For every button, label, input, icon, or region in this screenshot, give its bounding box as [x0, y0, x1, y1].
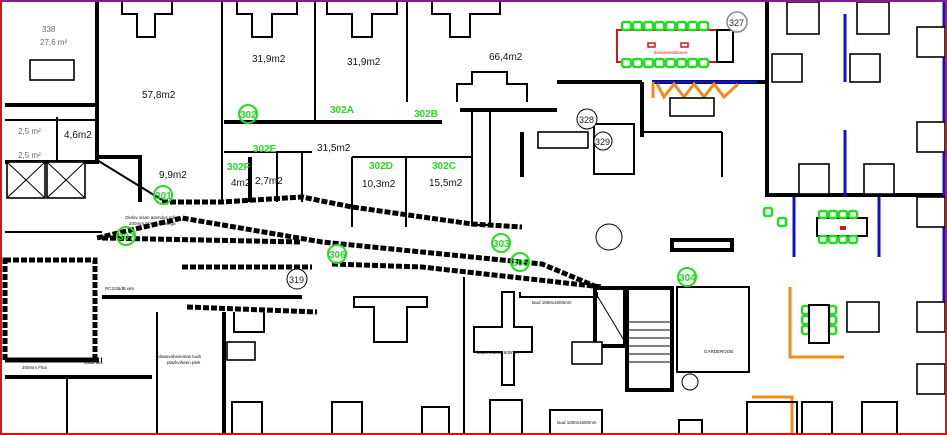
room-327-number: 327 [729, 18, 744, 28]
room-label-305: 305 [512, 258, 529, 269]
note-glass-1: Klaasvaheseinas tuub [157, 354, 202, 359]
note-glass-2: plazkviheen plek [167, 360, 201, 365]
note-table-1: laud 1600x1600mm [532, 300, 572, 305]
room-15-5-area: 15,5m2 [429, 178, 463, 189]
circled-room-numbers: 327 328 329 319 [289, 18, 744, 285]
note-wall-1: Olulev sisan asendus mše [125, 215, 178, 220]
room-label-303: 303 [493, 239, 510, 250]
room-4-6-area: 4,6m2 [64, 130, 92, 141]
room-marker-circles [116, 11, 748, 290]
note-table-3: laud 1600x1600mm [557, 420, 597, 425]
room-4-area: 4m2 [231, 178, 251, 189]
room-10-3-area: 10,3m2 [362, 179, 396, 190]
conference-room-label: konverentsiruum [654, 50, 688, 55]
room-2-7-area: 2,7m2 [255, 176, 283, 187]
room-label-301: 301 [155, 191, 172, 202]
meeting-tables [29, 59, 868, 344]
walls [5, 2, 945, 233]
desks [121, 2, 945, 433]
room-area-labels: 338 27,6 m² 2,5 m² 2,5 m² 4,6m2 57,8m2 9… [18, 25, 523, 190]
small-room-b-area: 2,5 m² [18, 151, 41, 160]
room-label-302f: 302F [227, 162, 250, 173]
conference-room [616, 20, 734, 69]
note-200mm: 200mm Flxa [22, 365, 47, 370]
room-329-number: 329 [595, 137, 610, 147]
small-room-a-area: 2,5 m² [18, 127, 41, 136]
room-number-labels: 302 302A 302B 302C 302D 302E 302F 301 30… [118, 105, 696, 284]
room-31-9-left-area: 31,9m2 [252, 54, 286, 65]
room-57-8-area: 57,8m2 [142, 90, 176, 101]
room-328-number: 328 [579, 115, 594, 125]
garderoob-label: GARDEROOB [704, 349, 733, 354]
note-door-rc: RC2/35dB uks [105, 286, 135, 291]
room-label-302d: 302D [369, 161, 393, 172]
room-338-number: 338 [42, 25, 56, 34]
room-66-4-area: 66,4m2 [489, 52, 523, 63]
room-319-number: 319 [289, 275, 304, 285]
room-label-302b: 302B [414, 109, 438, 120]
annotation-notes: konverentsiruum GARDEROOB Olulev sisan a… [22, 50, 733, 425]
room-9-9-area: 9,9m2 [159, 170, 187, 181]
room-31-5-area: 31,5m2 [317, 143, 351, 154]
room-label-302c: 302C [432, 161, 456, 172]
room-label-302: 302 [240, 110, 257, 121]
room-label-304: 304 [679, 273, 696, 284]
orange-partitions [651, 81, 844, 433]
room-label-302e: 302E [253, 144, 277, 155]
room-label-307: 307 [118, 232, 135, 243]
stair-core [537, 123, 750, 392]
room-338-area: 27,6 m² [40, 38, 67, 47]
note-table-2: lauas 1600x1600mm [477, 350, 519, 355]
note-40db: 40dB uks [84, 360, 104, 365]
room-31-9-right-area: 31,9m2 [347, 57, 381, 68]
note-wall-2: 200mm Fizo mlftlbsega [129, 221, 176, 226]
room-label-302a: 302A [330, 105, 354, 116]
room-label-306: 306 [329, 250, 346, 261]
